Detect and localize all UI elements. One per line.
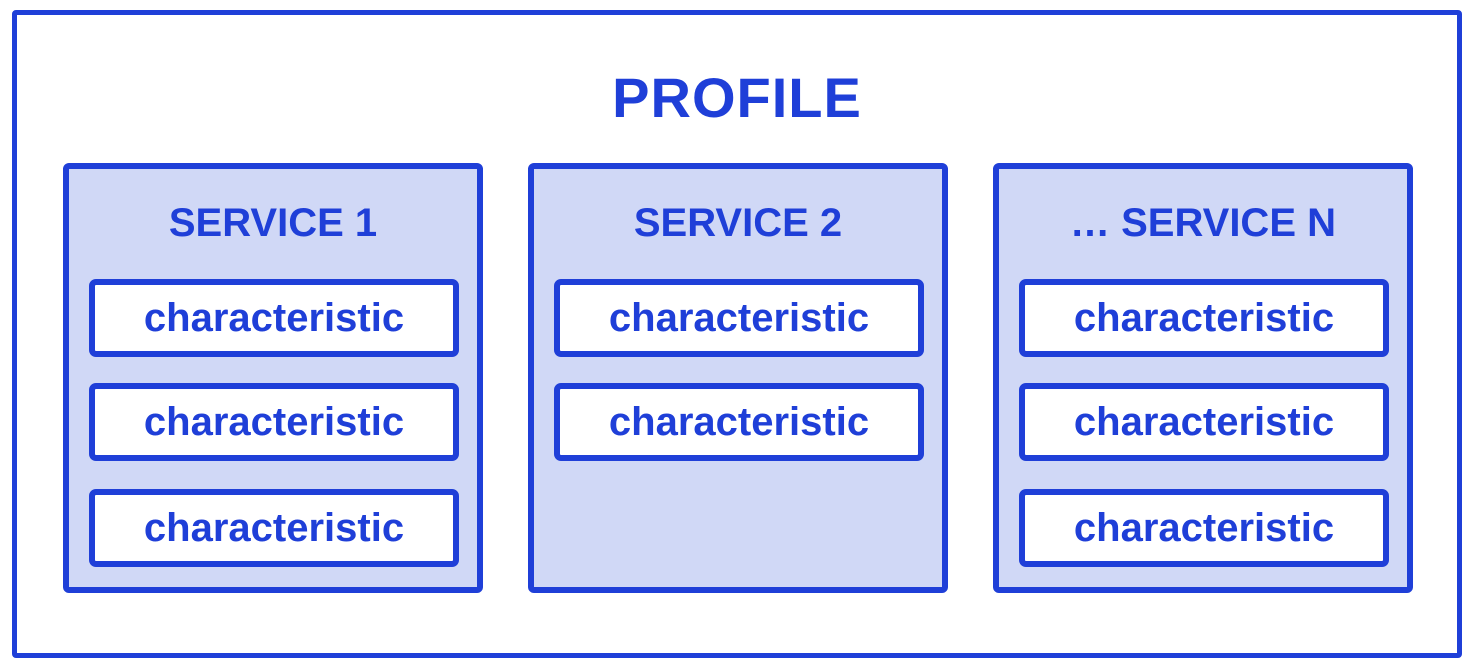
service-box-2: SERVICE 2 characteristic characteristic: [528, 163, 948, 593]
service-title: … SERVICE N: [1070, 201, 1336, 245]
characteristic-box: characteristic: [89, 383, 459, 461]
characteristic-box: characteristic: [554, 279, 924, 357]
service-box-1: SERVICE 1 characteristic characteristic …: [63, 163, 483, 593]
characteristic-box: characteristic: [554, 383, 924, 461]
profile-container: PROFILE SERVICE 1 characteristic charact…: [12, 10, 1462, 658]
service-title: SERVICE 2: [633, 201, 843, 245]
characteristic-box: characteristic: [89, 279, 459, 357]
service-box-n: … SERVICE N characteristic characteristi…: [993, 163, 1413, 593]
characteristic-box: characteristic: [89, 489, 459, 567]
characteristic-box: characteristic: [1019, 489, 1389, 567]
characteristic-box: characteristic: [1019, 279, 1389, 357]
service-title: SERVICE 1: [168, 201, 378, 245]
profile-title: PROFILE: [612, 66, 862, 129]
characteristic-box: characteristic: [1019, 383, 1389, 461]
